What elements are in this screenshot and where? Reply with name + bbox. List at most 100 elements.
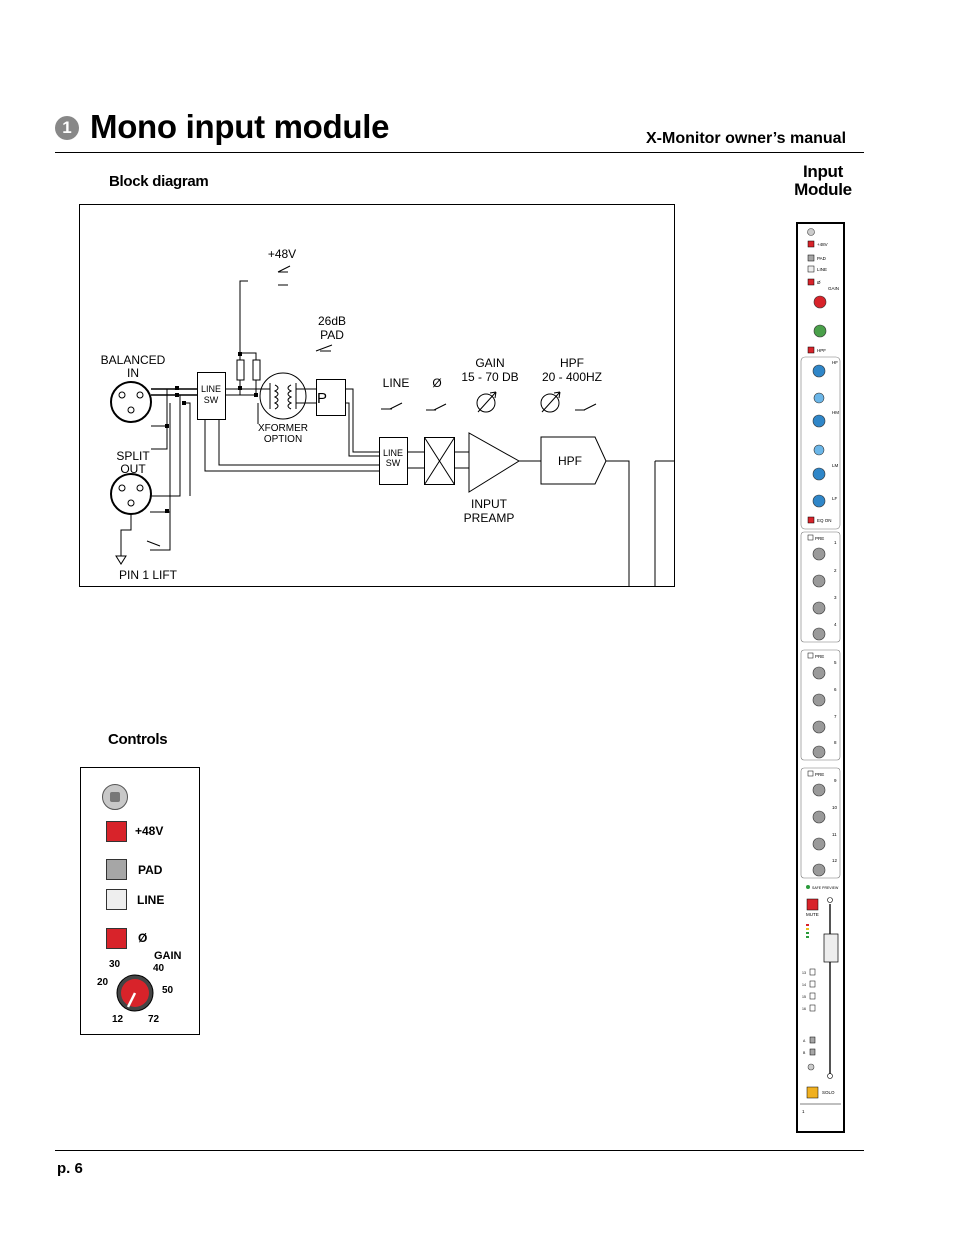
strip-hf: HF: [832, 360, 838, 365]
input-module-heading-line2: Module: [794, 180, 852, 199]
resistor-2: [252, 359, 261, 381]
strip-send-7: 7: [834, 714, 837, 719]
strip-send-8: 8: [834, 740, 837, 745]
section-number-badge: 1: [55, 116, 79, 140]
strip-pre-2: PRE: [815, 654, 824, 659]
strip-send-12: 12: [832, 858, 838, 863]
strip-send-2: 2: [834, 568, 837, 573]
strip-hm: HM: [832, 410, 839, 415]
strip-eq-on: EQ ON: [817, 518, 832, 523]
gain-tick-12: 12: [112, 1014, 124, 1025]
strip-send-6: 6: [834, 687, 837, 692]
label-phase: Ø: [432, 376, 441, 390]
input-module-heading: Input Module: [786, 163, 860, 199]
strip-48v: +48V: [817, 242, 828, 247]
label-pin1-lift: PIN 1 LIFT: [119, 568, 178, 582]
label-p: P: [317, 390, 327, 407]
hpf-box: [540, 436, 607, 485]
strip-phase: Ø: [817, 280, 821, 285]
strip-assign-13: 13: [802, 971, 806, 975]
label-line-sw2-bottom: SW: [386, 458, 401, 468]
strip-channel-number: 1: [802, 1109, 805, 1114]
label-out: OUT: [120, 462, 146, 476]
gain-label: GAIN: [154, 950, 182, 962]
strip-line: LINE: [817, 267, 827, 272]
strip-send-11: 11: [832, 832, 837, 837]
page-number: p. 6: [57, 1160, 83, 1177]
phantom-48v-button[interactable]: [106, 821, 127, 842]
diagram-frame: [79, 204, 675, 587]
line-switch-box: [197, 372, 226, 420]
mic-screw-icon: [102, 784, 128, 810]
label-line-sw-top: LINE: [201, 384, 221, 394]
strip-send-3: 3: [834, 595, 837, 600]
header-rule: [55, 152, 864, 153]
strip-graphic: +48V PAD LINE Ø GAIN HPF HF HM LM LF EQ …: [800, 228, 841, 1114]
label-48v: +48V: [268, 247, 296, 261]
pad-label: PAD: [138, 863, 163, 877]
strip-assign-14: 14: [802, 983, 806, 987]
strip-mute: MUTE: [806, 912, 819, 917]
label-line: LINE: [383, 376, 410, 390]
gain-tick-20: 20: [97, 977, 109, 988]
input-module-heading-line1: Input: [802, 162, 844, 181]
label-hpf-range: 20 - 400HZ: [542, 370, 602, 384]
label-hpf-box: HPF: [558, 454, 582, 468]
label-preamp: PREAMP: [464, 511, 515, 525]
gain-tick-50: 50: [162, 985, 174, 996]
footer-rule: [55, 1150, 864, 1151]
label-line-sw-bottom: SW: [204, 395, 219, 405]
strip-a: A: [803, 1039, 806, 1043]
label-option: OPTION: [264, 434, 302, 445]
input-module-strip: +48V PAD LINE Ø GAIN HPF HF HM LM LF EQ …: [796, 222, 845, 1133]
gain-tick-40: 40: [153, 963, 165, 974]
strip-send-1: 1: [834, 540, 837, 545]
phase-button[interactable]: [106, 928, 127, 949]
strip-b: B: [803, 1051, 806, 1055]
controls-panel: +48V PAD LINE Ø GAIN 30 40 20 50 12 72: [80, 767, 200, 1035]
line-switch-2-box: [379, 437, 408, 485]
strip-gain: GAIN: [828, 286, 839, 291]
label-xformer: XFORMER: [258, 423, 308, 434]
label-gain-range: 15 - 70 DB: [461, 370, 518, 384]
label-gain: GAIN: [475, 356, 504, 370]
label-hpf: HPF: [560, 356, 584, 370]
strip-assign-15: 15: [802, 995, 806, 999]
line-label: LINE: [137, 893, 165, 907]
strip-pre-1: PRE: [815, 536, 824, 541]
strip-send-5: 5: [834, 660, 837, 665]
strip-pad: PAD: [817, 256, 827, 261]
pad-box: [316, 379, 346, 416]
label-26db: 26dB: [318, 314, 346, 328]
phase-label: Ø: [138, 931, 148, 945]
strip-assign-16: 16: [802, 1007, 806, 1011]
preamp-triangle: [468, 432, 520, 493]
line-button[interactable]: [106, 889, 127, 910]
label-in: IN: [127, 366, 139, 380]
strip-hpf: HPF: [817, 348, 826, 353]
label-input: INPUT: [471, 497, 508, 511]
gain-tick-30: 30: [109, 959, 121, 970]
transformer-circle: [259, 372, 307, 420]
label-balanced: BALANCED: [101, 353, 166, 367]
strip-send-10: 10: [832, 805, 838, 810]
pad-button[interactable]: [106, 859, 127, 880]
page-title: Mono input module: [90, 108, 390, 145]
resistor-1: [236, 359, 245, 381]
xlr-in-connector: [110, 381, 152, 423]
strip-pre-3: PRE: [815, 772, 824, 777]
strip-lm: LM: [832, 463, 839, 468]
strip-safe-preview: SAFE PREVIEW: [812, 886, 839, 890]
strip-send-4: 4: [834, 622, 837, 627]
block-diagram-heading: Block diagram: [109, 173, 209, 190]
strip-send-9: 9: [834, 778, 837, 783]
strip-lf: LF: [832, 496, 838, 501]
label-line-sw2-top: LINE: [383, 448, 403, 458]
phase-box: [424, 437, 455, 485]
gain-knob[interactable]: [115, 973, 155, 1013]
gain-tick-72: 72: [148, 1014, 160, 1025]
controls-heading: Controls: [108, 731, 168, 748]
strip-solo: SOLO: [822, 1090, 835, 1095]
xlr-out-connector: [110, 473, 152, 515]
label-pad: PAD: [320, 328, 344, 342]
